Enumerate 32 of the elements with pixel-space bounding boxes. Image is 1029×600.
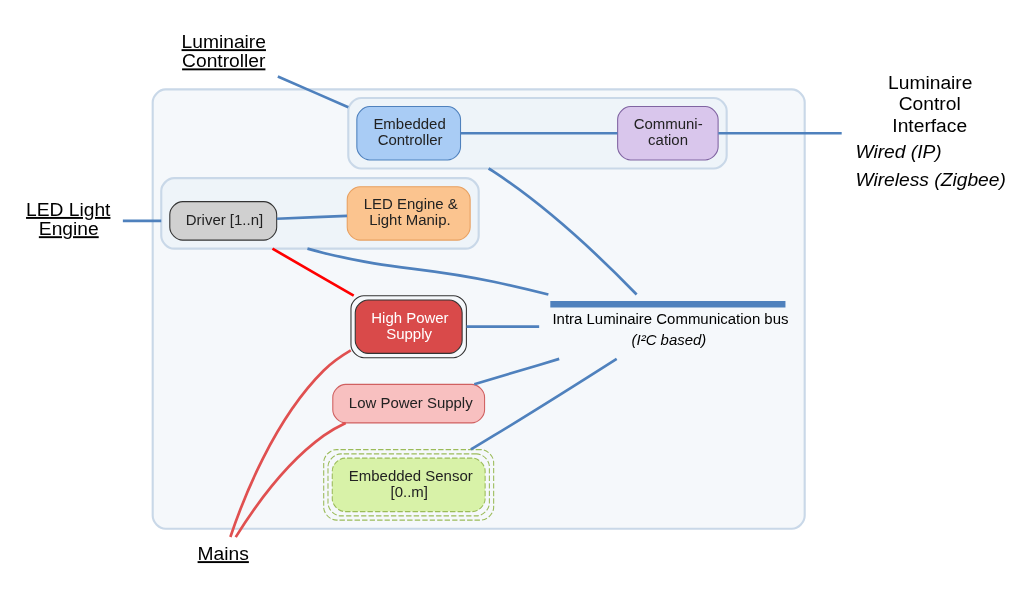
node-text: Luminaire Control Interface — [888, 71, 973, 136]
connector — [234, 421, 347, 538]
node-label: Wireless (Zigbee) — [855, 168, 1006, 190]
connector — [718, 131, 842, 135]
connector — [276, 214, 348, 220]
node-box: Driver [1..n] — [169, 200, 278, 241]
node-text: Luminaire Controller — [181, 30, 266, 71]
node-text: LED Light Engine — [26, 198, 111, 239]
connector — [271, 247, 355, 297]
cluster — [151, 87, 806, 530]
connector — [307, 246, 549, 296]
connector — [466, 324, 540, 328]
node-box: Embedded Sensor [0..m] — [323, 448, 495, 521]
node-box: Low Power Supply — [332, 383, 486, 423]
node-box: LED Engine & Light Manip. — [346, 185, 471, 241]
cluster — [160, 176, 480, 250]
cluster — [347, 96, 728, 170]
node-box — [550, 300, 786, 307]
connector — [229, 348, 352, 537]
node-label: Wired (IP) — [855, 140, 942, 162]
connector — [487, 166, 638, 295]
connector — [473, 357, 560, 386]
node-box: High Power Supply — [350, 294, 467, 358]
connector — [470, 357, 618, 451]
node-text: Mains — [197, 542, 249, 564]
node-box: Embedded Controller — [356, 105, 462, 160]
connector — [122, 219, 162, 222]
connector — [277, 74, 349, 108]
connector — [460, 131, 618, 135]
node-label: Intra Luminaire Communication bus — [552, 309, 789, 327]
node-label: (I²C based) — [631, 330, 707, 348]
node-box: Communi- cation — [617, 105, 719, 160]
